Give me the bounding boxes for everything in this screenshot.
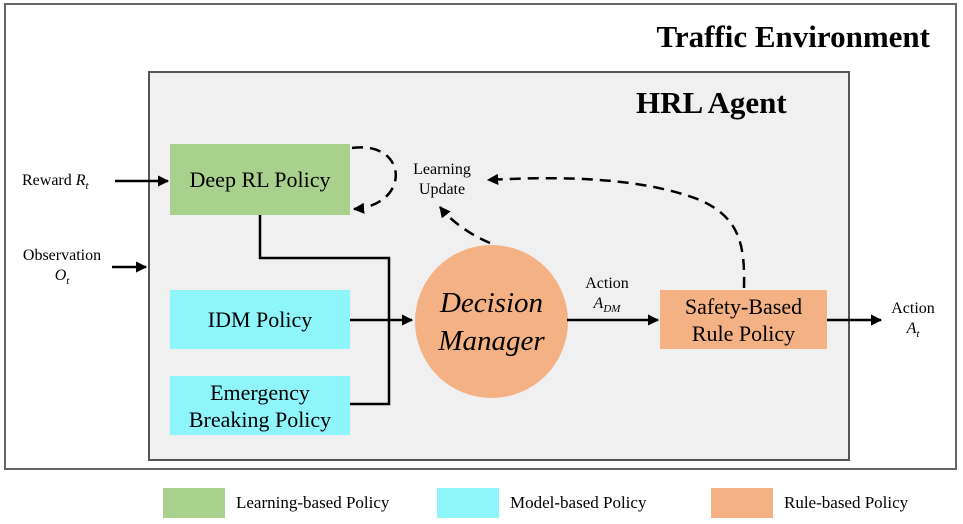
action-dm-label: Action ADM bbox=[578, 274, 636, 319]
action-dm-symbol: A bbox=[593, 295, 604, 312]
emergency-breaking-policy-box: Emergency Breaking Policy bbox=[170, 376, 350, 435]
reward-label: Reward Rt bbox=[22, 171, 89, 196]
legend-swatch-rule bbox=[711, 488, 773, 518]
observation-label: Observation Ot bbox=[16, 246, 108, 291]
manager-update-dashed-arrow bbox=[439, 206, 491, 245]
safety-based-rule-policy-box: Safety-Based Rule Policy bbox=[660, 290, 827, 349]
safety-policy-label-line1: Safety-Based bbox=[684, 293, 803, 319]
emergency-policy-label-line1: Emergency bbox=[210, 379, 310, 405]
action-dm-text: Action bbox=[585, 275, 629, 292]
hrl-agent-title: HRL Agent bbox=[636, 85, 787, 120]
self-update-dashed-arrow bbox=[351, 146, 397, 214]
action-out-subscript: t bbox=[916, 328, 920, 341]
emergency-policy-label-line2: Breaking Policy bbox=[188, 406, 332, 432]
action-out-text: Action bbox=[891, 300, 935, 317]
learning-update-line1: Learning bbox=[413, 161, 471, 178]
legend-item-model: Model-based Policy bbox=[437, 488, 646, 518]
legend-label-learning: Learning-based Policy bbox=[236, 493, 390, 512]
learning-update-line2: Update bbox=[418, 181, 466, 198]
decision-manager-label-line1: Decision bbox=[439, 286, 544, 319]
idm-policy-label: IDM Policy bbox=[207, 307, 313, 332]
legend-label-model: Model-based Policy bbox=[510, 493, 647, 512]
policy-merge-line bbox=[258, 215, 391, 406]
action-out-label: Action At bbox=[884, 299, 942, 344]
decision-manager-circle: Decision Manager bbox=[415, 245, 568, 398]
learning-update-label: Learning Update bbox=[406, 160, 478, 200]
action-out-symbol: A bbox=[906, 320, 917, 337]
legend-label-rule: Rule-based Policy bbox=[784, 493, 909, 512]
observation-subscript: t bbox=[66, 275, 70, 288]
action-dm-subscript: DM bbox=[603, 303, 621, 316]
legend-item-learning: Learning-based Policy bbox=[163, 488, 389, 518]
deep-rl-policy-label: Deep RL Policy bbox=[189, 167, 331, 192]
idm-policy-box: IDM Policy bbox=[170, 290, 350, 349]
legend-swatch-learning bbox=[163, 488, 225, 518]
reward-subscript: t bbox=[85, 180, 89, 193]
safety-policy-label-line2: Rule Policy bbox=[691, 320, 796, 346]
decision-manager-label-line2: Manager bbox=[438, 324, 545, 357]
traffic-environment-title: Traffic Environment bbox=[656, 19, 930, 54]
reward-text: Reward bbox=[22, 172, 72, 189]
legend-swatch-model bbox=[437, 488, 499, 518]
legend-item-rule: Rule-based Policy bbox=[711, 488, 908, 518]
safety-update-dashed-arrow bbox=[486, 173, 746, 289]
reward-symbol: R bbox=[75, 172, 86, 189]
observation-text: Observation bbox=[22, 247, 102, 264]
observation-symbol: O bbox=[54, 267, 67, 284]
deep-rl-policy-box: Deep RL Policy bbox=[170, 144, 350, 215]
